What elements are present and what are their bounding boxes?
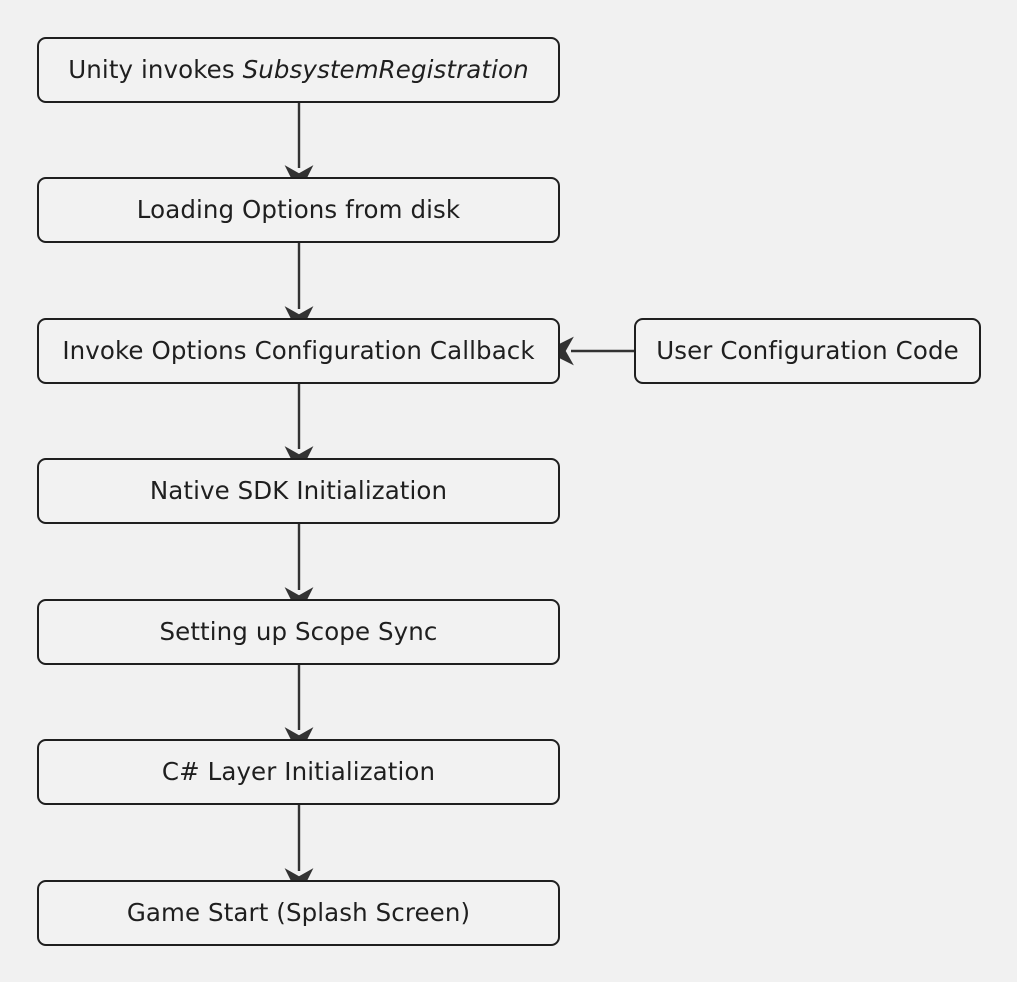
node-native-sdk-initialization[interactable]: Native SDK Initialization: [37, 458, 560, 524]
node-label: Native SDK Initialization: [149, 476, 448, 506]
node-label: Game Start (Splash Screen): [126, 898, 471, 928]
node-unity-invokes-subsystemregistration[interactable]: Unity invokes SubsystemRegistration: [37, 37, 560, 103]
node-label: Invoke Options Configuration Callback: [62, 336, 535, 366]
node-user-configuration-code[interactable]: User Configuration Code: [634, 318, 981, 384]
node-label: C# Layer Initialization: [161, 757, 436, 787]
node-label: Loading Options from disk: [136, 195, 461, 225]
node-label: Setting up Scope Sync: [159, 617, 438, 647]
node-loading-options-from-disk[interactable]: Loading Options from disk: [37, 177, 560, 243]
node-label-emphasis: SubsystemRegistration: [242, 55, 529, 85]
node-game-start-splash-screen[interactable]: Game Start (Splash Screen): [37, 880, 560, 946]
node-label: User Configuration Code: [656, 336, 959, 366]
node-label: Unity invokes SubsystemRegistration: [58, 55, 538, 84]
node-csharp-layer-initialization[interactable]: C# Layer Initialization: [37, 739, 560, 805]
node-setting-up-scope-sync[interactable]: Setting up Scope Sync: [37, 599, 560, 665]
node-label-prefix: Unity invokes: [68, 55, 243, 85]
node-invoke-options-configuration-callback[interactable]: Invoke Options Configuration Callback: [37, 318, 560, 384]
